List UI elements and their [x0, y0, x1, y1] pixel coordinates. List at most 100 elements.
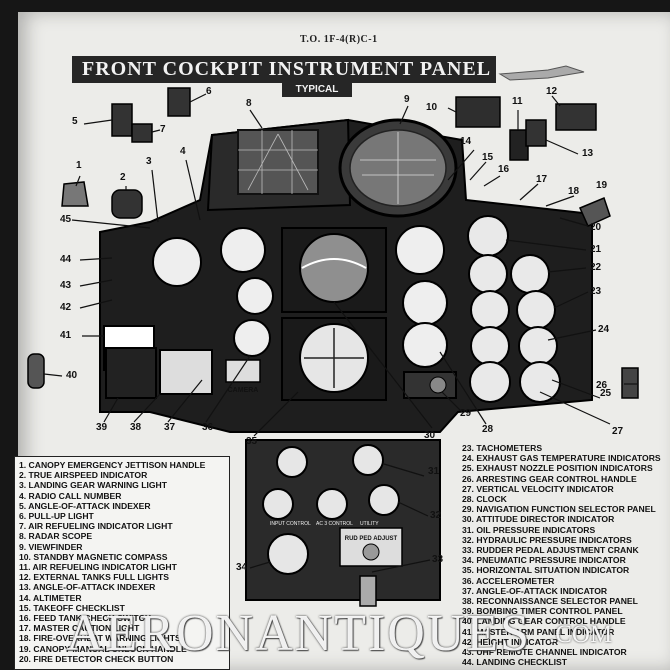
engine-gauge [510, 254, 550, 294]
accelerometer-gauge [233, 319, 271, 357]
bombing-timer-panel [105, 347, 157, 399]
callout: 28 [482, 424, 494, 435]
pull-up-light [167, 87, 191, 117]
legend-item: 36. ACCELEROMETER [462, 575, 555, 586]
legend-item: 44. LANDING CHECKLIST [462, 657, 568, 668]
legend-item: 7. AIR REFUELING INDICATOR LIGHT [19, 521, 173, 532]
legend-item: 5. ANGLE-OF-ATTACK INDEXER [19, 500, 151, 511]
callout: 5 [72, 116, 78, 127]
aoa-indexer-left [111, 103, 133, 137]
page-title: FRONT COCKPIT INSTRUMENT PANEL [82, 58, 492, 80]
landing-gear-handle [27, 353, 45, 389]
rudder-crank [359, 575, 377, 607]
callout: 1 [76, 160, 82, 171]
standby-compass [455, 96, 501, 128]
aoa-indexer-right [525, 119, 547, 147]
callout: 14 [460, 136, 472, 147]
radar-scope-screen [237, 129, 319, 195]
legend-right: 23. TACHOMETERS 24. EXHAUST GAS TEMPERAT… [458, 440, 670, 670]
legend-item: 26. ARRESTING GEAR CONTROL HANDLE [462, 473, 637, 484]
callout: 42 [60, 302, 72, 313]
true-airspeed-indicator [111, 189, 143, 219]
engine-gauge [470, 290, 510, 330]
camera-panel [225, 359, 261, 383]
reconnaissance-selector-panel [159, 349, 213, 395]
legend-item: 13. ANGLE-OF-ATTACK INDEXER [19, 582, 156, 593]
legend-item: 20. FIRE DETECTOR CHECK BUTTON [19, 653, 174, 664]
callout: 9 [404, 94, 410, 105]
legend-item: 19. CANOPY MANUAL UNLOCK HANDLE [19, 643, 187, 654]
altitude-gauge [395, 225, 445, 275]
callout: 18 [568, 186, 580, 197]
camera-label: CAMERA [228, 387, 259, 394]
title-banner: FRONT COCKPIT INSTRUMENT PANEL [72, 56, 496, 83]
engine-gauge [470, 326, 510, 366]
legend-item: 18. FIRE-OVERHEAT WARNING LIGHTS [19, 633, 181, 644]
callout: 8 [246, 98, 252, 109]
legend-item: 4. RADIO CALL NUMBER [19, 490, 122, 501]
callout: 38 [130, 422, 142, 433]
canopy-unlock-handle [579, 196, 611, 227]
attitude-director-indicator [299, 233, 369, 303]
legend-item: 37. ANGLE-OF-ATTACK INDICATOR [462, 585, 608, 596]
legend-item: 24. EXHAUST GAS TEMPERATURE INDICATORS [462, 453, 661, 464]
legend-item: 16. FEED TANK CHECK SWITCH [19, 613, 152, 624]
oil-pressure-gauge [276, 446, 308, 478]
engine-gauge [519, 361, 561, 403]
watermark: AERONANTIQUES [66, 605, 532, 662]
clock-gauge [402, 280, 448, 326]
callout: 34 [236, 562, 248, 573]
subtitle-badge: TYPICAL [282, 83, 352, 97]
ac3-control-label: AC 3 CONTROL [316, 521, 353, 527]
legend-item: 15. TAKEOFF CHECKLIST [19, 602, 125, 613]
callout: 7 [160, 124, 166, 135]
callout: 21 [590, 244, 602, 255]
callout: 2 [120, 172, 126, 183]
legend-item: 1. CANOPY EMERGENCY JETTISON HANDLE [19, 460, 206, 470]
callout: 40 [66, 370, 78, 381]
angle-of-attack-gauge [236, 277, 274, 315]
callout: 10 [426, 102, 438, 113]
callout: 43 [60, 280, 72, 291]
callout: 19 [596, 180, 608, 191]
engine-gauge [467, 215, 509, 257]
legend-item: 6. PULL-UP LIGHT [19, 511, 94, 522]
callout: 25 [600, 388, 612, 399]
callout: 31 [428, 466, 440, 477]
legend-item: 29. NAVIGATION FUNCTION SELECTOR PANEL [462, 504, 656, 515]
legend-item: 25. EXHAUST NOZZLE POSITION INDICATORS [462, 463, 653, 474]
callout: 23 [590, 286, 602, 297]
engine-gauge [468, 254, 508, 294]
callout: 15 [482, 152, 494, 163]
legend-item: 31. OIL PRESSURE INDICATORS [462, 524, 596, 535]
legend-item: 9. VIEWFINDER [19, 541, 83, 552]
vertical-velocity-gauge [402, 322, 448, 368]
legend-item: 33. RUDDER PEDAL ADJUSTMENT CRANK [462, 545, 639, 556]
legend-item: 39. BOMBING TIMER CONTROL PANEL [462, 606, 623, 617]
callout: 41 [60, 330, 72, 341]
legend-item: 43. UHF REMOTE CHANNEL INDICATOR [462, 647, 627, 658]
hydraulic-pressure-gauge [368, 484, 400, 516]
refuel-light [131, 123, 153, 143]
callout: 20 [590, 222, 602, 233]
legend-item: 3. LANDING GEAR WARNING LIGHT [19, 480, 168, 491]
legend-item: 27. VERTICAL VELOCITY INDICATOR [462, 483, 614, 494]
callout: 37 [164, 422, 176, 433]
watermark-suffix: .COM [549, 621, 613, 648]
utility-label: UTILITY [360, 521, 379, 527]
legend-item: 34. PNEUMATIC PRESSURE INDICATOR [462, 555, 626, 566]
aircraft-silhouette [498, 65, 585, 81]
legend-item: 8. RADAR SCOPE [19, 531, 93, 542]
legend-item: 32. HYDRAULIC PRESSURE INDICATORS [462, 534, 632, 545]
legend-item: 17. MASTER CAUTION LIGHT [19, 623, 140, 634]
external-tank-lights [555, 103, 597, 131]
canopy-jettison-handle [61, 181, 89, 207]
callout: 29 [460, 408, 472, 419]
callout: 16 [498, 164, 510, 175]
legend-item: 10. STANDBY MAGNETIC COMPASS [19, 551, 168, 562]
callout: 11 [512, 96, 523, 107]
callout: 3 [146, 156, 152, 167]
callout: 6 [206, 86, 212, 97]
